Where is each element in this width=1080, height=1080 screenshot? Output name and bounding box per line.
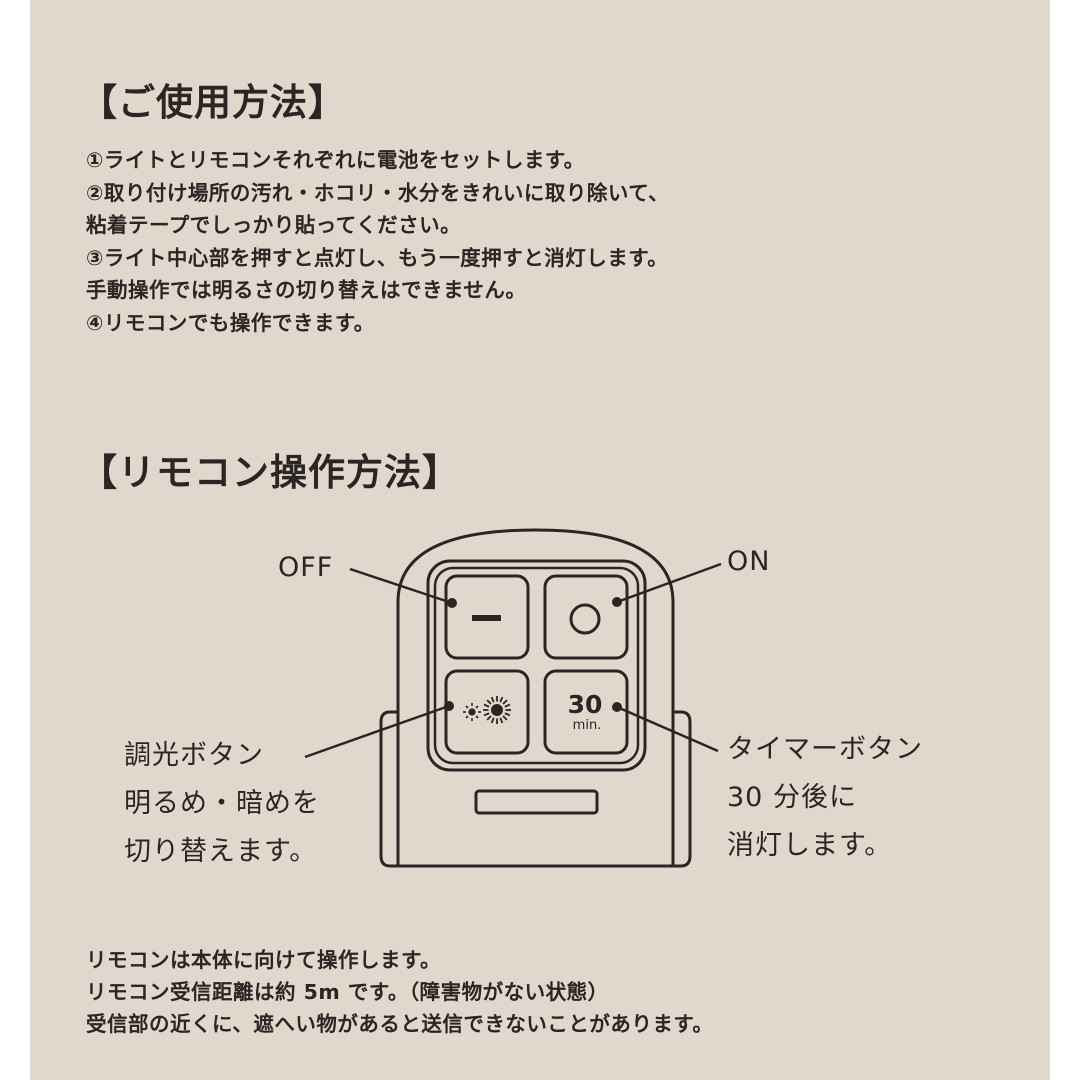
usage-step: ②取り付け場所の汚れ・ホコリ・水分をきれいに取り除いて、 — [86, 180, 670, 205]
button-frame-inner — [433, 566, 640, 765]
timer-leader-dot — [612, 702, 622, 712]
dimmer-button[interactable] — [444, 669, 530, 755]
dimmer-description-line: 調光ボタン — [124, 740, 264, 771]
dimmer-leader — [304, 704, 450, 759]
minus-icon — [472, 615, 501, 621]
sun-ray — [502, 699, 508, 705]
usage-steps: ①ライトとリモコンそれぞれに電池をセットします。 ②取り付け場所の汚れ・ホコリ・… — [86, 144, 669, 339]
sun-ray — [490, 696, 495, 703]
sun-ray — [486, 715, 492, 721]
note-item: 受信部の近くに、遮へい物があると送信できないことがあります。 — [86, 1012, 714, 1036]
usage-step: ③ライト中心部を押すと点灯し、もう一度押すと消灯します。 — [86, 245, 669, 270]
remote-body-left-wing — [379, 710, 400, 868]
sun-ray — [499, 717, 504, 724]
sun-large-core — [491, 704, 503, 716]
sun-ray — [490, 717, 495, 724]
sun-ray — [483, 703, 490, 708]
button-frame-outer — [426, 559, 647, 772]
remote-body-right-wing — [671, 710, 692, 868]
usage-step: 手動操作では明るさの切り替えはできません。 — [86, 278, 527, 302]
off-button[interactable] — [444, 574, 530, 660]
sun-ray — [483, 712, 490, 717]
manual-panel — [30, 0, 1050, 1080]
off-leader — [349, 567, 453, 605]
timer-description: タイマーボタン 30 分後に 消灯します。 — [727, 726, 923, 870]
dimmer-description-line: 明るめ・暗めを — [124, 788, 320, 819]
sun-ray — [504, 712, 511, 717]
sun-small-icon — [463, 703, 481, 721]
timer-description-line: 消灯します。 — [727, 830, 893, 861]
dimmer-description: 調光ボタン 明るめ・暗めを 切り替えます。 — [124, 732, 320, 876]
timer-leader — [616, 705, 719, 753]
usage-step: ④リモコンでも操作できます。 — [86, 310, 375, 335]
remote-heading: 【リモコン操作方法】 — [80, 451, 460, 494]
usage-step: 粘着テープでしっかり貼ってください。 — [86, 213, 462, 237]
timer-value: 30 — [568, 690, 603, 719]
sun-ray — [486, 699, 492, 705]
on-button[interactable] — [543, 574, 629, 660]
on-leader-dot — [612, 597, 622, 607]
sun-ray — [504, 703, 511, 708]
timer-description-line: タイマーボタン — [727, 734, 923, 765]
dimmer-leader-dot — [444, 701, 454, 711]
note-item: リモコンは本体に向けて操作します。 — [86, 948, 441, 972]
remote-notes: リモコンは本体に向けて操作します。 リモコン受信距離は約 5m です。（障害物が… — [86, 944, 713, 1040]
sun-ray — [502, 715, 508, 721]
circle-icon — [569, 603, 601, 635]
usage-heading: 【ご使用方法】 — [80, 81, 346, 124]
on-label: ON — [727, 546, 771, 577]
dimmer-description-line: 切り替えます。 — [124, 836, 318, 867]
sensor-window — [474, 789, 599, 815]
remote-body — [396, 528, 675, 868]
usage-step: ①ライトとリモコンそれぞれに電池をセットします。 — [86, 148, 585, 172]
timer-unit: min. — [573, 718, 602, 733]
sun-large-icon — [483, 696, 511, 724]
off-label: OFF — [278, 552, 334, 583]
note-item: リモコン受信距離は約 5m です。（障害物がない状態） — [86, 980, 609, 1004]
timer-description-line: 30 分後に — [727, 782, 857, 813]
sun-ray — [499, 696, 504, 703]
off-leader-dot — [447, 598, 457, 608]
on-leader — [616, 562, 722, 604]
